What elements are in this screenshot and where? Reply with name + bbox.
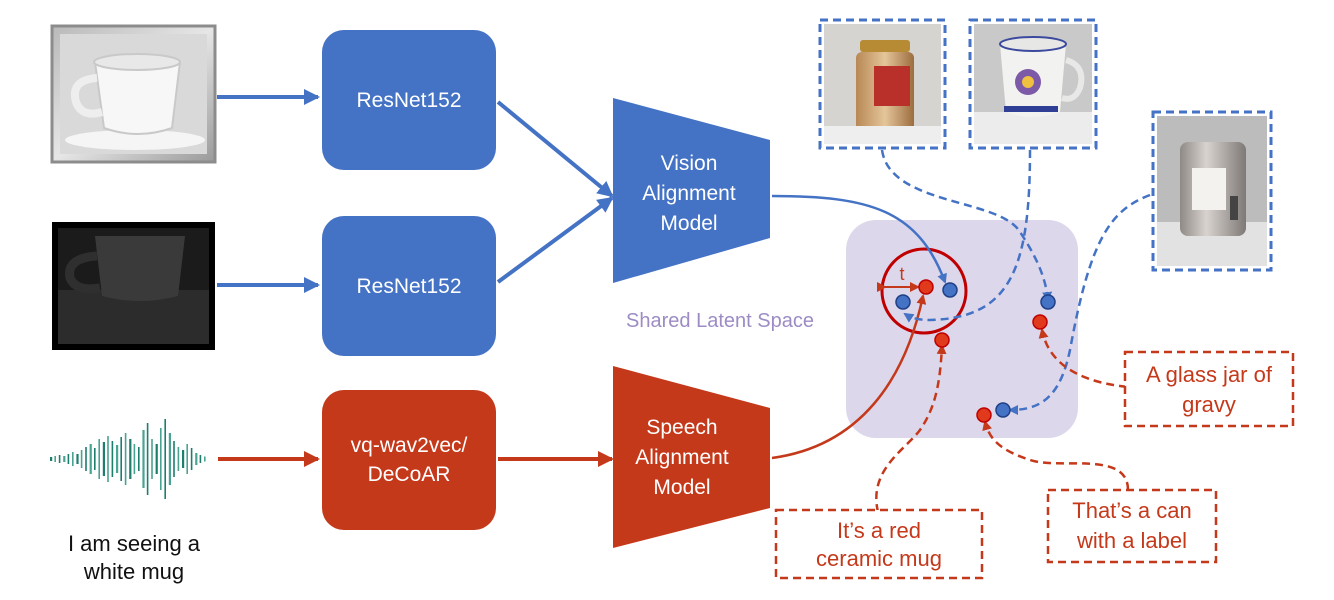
waveform-bar xyxy=(107,436,109,482)
waveform-bar xyxy=(111,441,114,477)
caption-can-line2: with a label xyxy=(1076,528,1187,553)
waveform-bar xyxy=(76,454,79,464)
waveform-bar xyxy=(151,439,153,479)
speech-encoder-label-line1: vq-wav2vec/ xyxy=(351,434,468,457)
waveform-bar xyxy=(58,455,61,463)
speech-alignment-label-line3: Model xyxy=(653,476,710,499)
waveform-bar xyxy=(63,456,66,462)
waveform-bar xyxy=(164,419,166,499)
latent-point-speech-red-mug xyxy=(934,332,950,348)
waveform-bar xyxy=(80,450,83,468)
speech-alignment-label-line1: Speech xyxy=(646,416,717,439)
waveform-bar xyxy=(50,457,53,461)
caption-gravy-jar-line2: gravy xyxy=(1182,392,1236,417)
speech-encoder-label-line2: DeCoAR xyxy=(368,463,451,486)
latent-point-speech-can xyxy=(976,407,992,423)
vision-alignment-label-line3: Model xyxy=(660,212,717,235)
resnet152-rgb-label: ResNet152 xyxy=(356,89,461,112)
floral-mug-photo xyxy=(968,18,1098,150)
arrow-vision-to-latent xyxy=(771,194,947,284)
vision-alignment-model: Vision Alignment Model xyxy=(613,98,770,283)
resnet152-depth-encoder: ResNet152 xyxy=(322,216,496,356)
can-photo xyxy=(1151,110,1273,272)
utterance-line2: white mug xyxy=(83,559,184,584)
arrow-depth-encoder-to-vision xyxy=(496,196,614,284)
waveform-bar xyxy=(160,428,162,490)
threshold-label: t xyxy=(899,264,904,284)
latent-point-vision-mug xyxy=(942,282,958,298)
waveform-bar xyxy=(89,444,92,474)
waveform-bar xyxy=(54,456,56,462)
waveform-bar xyxy=(173,441,175,477)
waveform-bar xyxy=(168,433,171,485)
waveform-bar xyxy=(199,455,202,463)
caption-gravy-jar-line1: A glass jar of xyxy=(1146,362,1273,387)
waveform-bar xyxy=(182,450,185,468)
dashed-floral-mug-to-latent xyxy=(903,149,1032,323)
waveform-bar xyxy=(129,439,132,479)
waveform-bar xyxy=(98,439,100,479)
waveform-bar xyxy=(124,433,127,485)
shared-latent-space-label: Shared Latent Space xyxy=(626,310,814,332)
waveform-bar xyxy=(94,448,96,470)
waveform-bar xyxy=(138,447,140,471)
waveform-bar xyxy=(72,452,74,466)
waveform-bar xyxy=(142,430,145,488)
waveform-bar xyxy=(204,456,206,462)
caption-red-mug-line1: It’s a red xyxy=(837,518,921,543)
vision-alignment-label-line1: Vision xyxy=(661,152,718,175)
caption-gravy-jar: A glass jar of gravy xyxy=(1123,350,1295,428)
depth-map-image xyxy=(52,222,215,350)
speech-alignment-label-line2: Alignment xyxy=(635,446,729,469)
caption-red-mug-line2: ceramic mug xyxy=(816,546,942,571)
waveform-bar xyxy=(177,447,180,471)
latent-point-vision-jar xyxy=(1040,294,1056,310)
resnet152-rgb-encoder: ResNet152 xyxy=(322,30,496,170)
vision-alignment-label-line2: Alignment xyxy=(642,182,736,205)
dashed-mug-caption-to-latent xyxy=(875,344,947,513)
waveform-bar xyxy=(195,453,198,465)
dashed-can-to-latent xyxy=(1008,193,1151,415)
waveform-bar xyxy=(155,444,158,474)
waveform-bar xyxy=(116,445,119,473)
gravy-jar-photo xyxy=(818,18,947,150)
caption-can: That’s a can with a label xyxy=(1046,488,1218,564)
latent-point-vision-can xyxy=(995,402,1011,418)
waveform-bar xyxy=(120,437,122,481)
latent-point-speech-mug xyxy=(918,279,934,295)
dashed-jar-to-latent xyxy=(880,149,1053,302)
waveform-bar xyxy=(146,423,149,495)
waveform-bar xyxy=(102,442,105,476)
caption-can-line1: That’s a can xyxy=(1072,498,1191,523)
arrow-speech-to-latent xyxy=(771,294,927,460)
latent-point-speech-jar xyxy=(1032,314,1048,330)
dashed-can-caption-to-latent xyxy=(982,420,1130,491)
waveform-bar xyxy=(186,444,188,474)
resnet152-depth-label: ResNet152 xyxy=(356,275,461,298)
white-mug-photo xyxy=(50,24,217,164)
waveform-bar xyxy=(85,447,87,471)
speech-encoder: vq-wav2vec/ DeCoAR xyxy=(322,390,496,530)
waveform-bar xyxy=(133,444,136,474)
utterance-line1: I am seeing a xyxy=(68,531,201,556)
shared-latent-space xyxy=(846,220,1078,438)
waveform-bar xyxy=(67,454,70,464)
speech-alignment-model: Speech Alignment Model xyxy=(613,366,770,548)
latent-point-vision-floral-mug xyxy=(895,294,911,310)
arrow-rgb-encoder-to-vision xyxy=(496,100,614,198)
waveform-bar xyxy=(190,448,193,470)
audio-waveform-icon xyxy=(50,419,206,499)
caption-red-mug: It’s a red ceramic mug xyxy=(774,508,984,580)
